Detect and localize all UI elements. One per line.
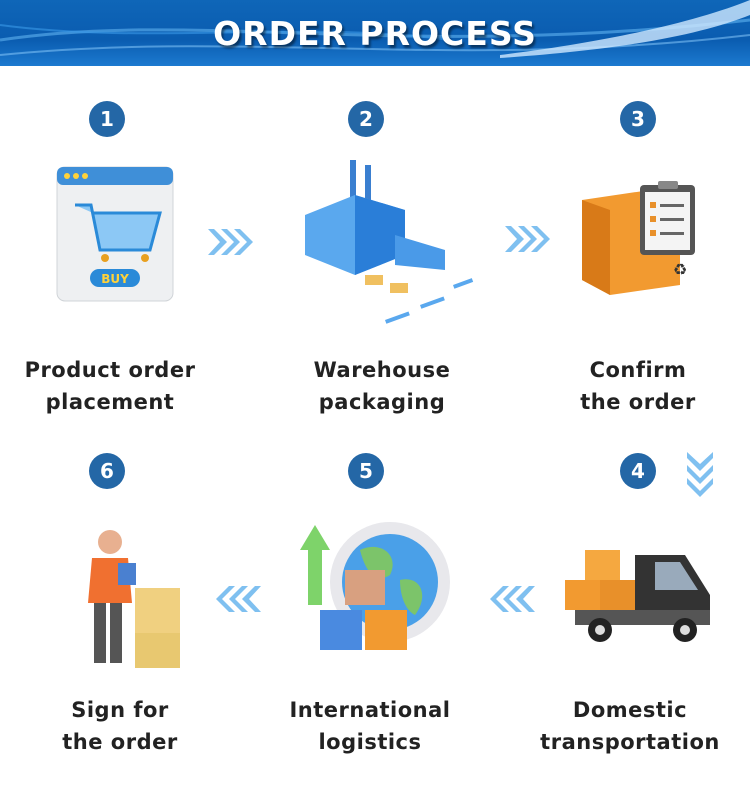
step-label-6: Sign for the order — [0, 694, 240, 758]
arrow-right-icon — [505, 226, 550, 252]
step-badge-2: 2 — [348, 101, 384, 137]
globe-boxes-icon — [300, 522, 450, 650]
arrow-down-icon — [687, 452, 713, 497]
label-line: logistics — [318, 730, 422, 754]
courier-icon — [88, 530, 180, 668]
label-line: transportation — [540, 730, 720, 754]
label-line: International — [289, 698, 451, 722]
warehouse-icon — [305, 160, 474, 324]
step-badge-3: 3 — [620, 101, 656, 137]
step-label-2: Warehouse packaging — [262, 354, 502, 418]
shopping-cart-buy-icon: BUY — [56, 166, 174, 302]
arrow-right-icon — [208, 229, 253, 255]
step-label-1: Product order placement — [0, 354, 230, 418]
label-line: placement — [45, 390, 175, 414]
label-line: Sign for — [71, 698, 169, 722]
step-badge-6: 6 — [89, 453, 125, 489]
svg-text:♻: ♻ — [673, 260, 687, 279]
step-label-5: International logistics — [250, 694, 490, 758]
step-badge-5: 5 — [348, 453, 384, 489]
step-badge-4: 4 — [620, 453, 656, 489]
label-line: Confirm — [589, 358, 687, 382]
label-line: the order — [580, 390, 696, 414]
arrow-left-icon — [216, 586, 261, 612]
buy-label: BUY — [101, 272, 129, 286]
step-label-3: Confirm the order — [518, 354, 750, 418]
label-line: the order — [62, 730, 178, 754]
truck-icon — [565, 550, 710, 642]
label-line: packaging — [318, 390, 446, 414]
label-line: Domestic — [572, 698, 688, 722]
header-banner: ORDER PROCESS — [0, 0, 750, 66]
box-clipboard-icon: ♻ — [582, 181, 695, 295]
step-label-4: Domestic transportation — [510, 694, 750, 758]
wave-decoration — [0, 0, 750, 58]
page-title: ORDER PROCESS — [213, 14, 537, 53]
label-line: Product order — [24, 358, 196, 382]
arrow-left-icon — [490, 586, 535, 612]
step-badge-1: 1 — [89, 101, 125, 137]
label-line: Warehouse — [313, 358, 451, 382]
